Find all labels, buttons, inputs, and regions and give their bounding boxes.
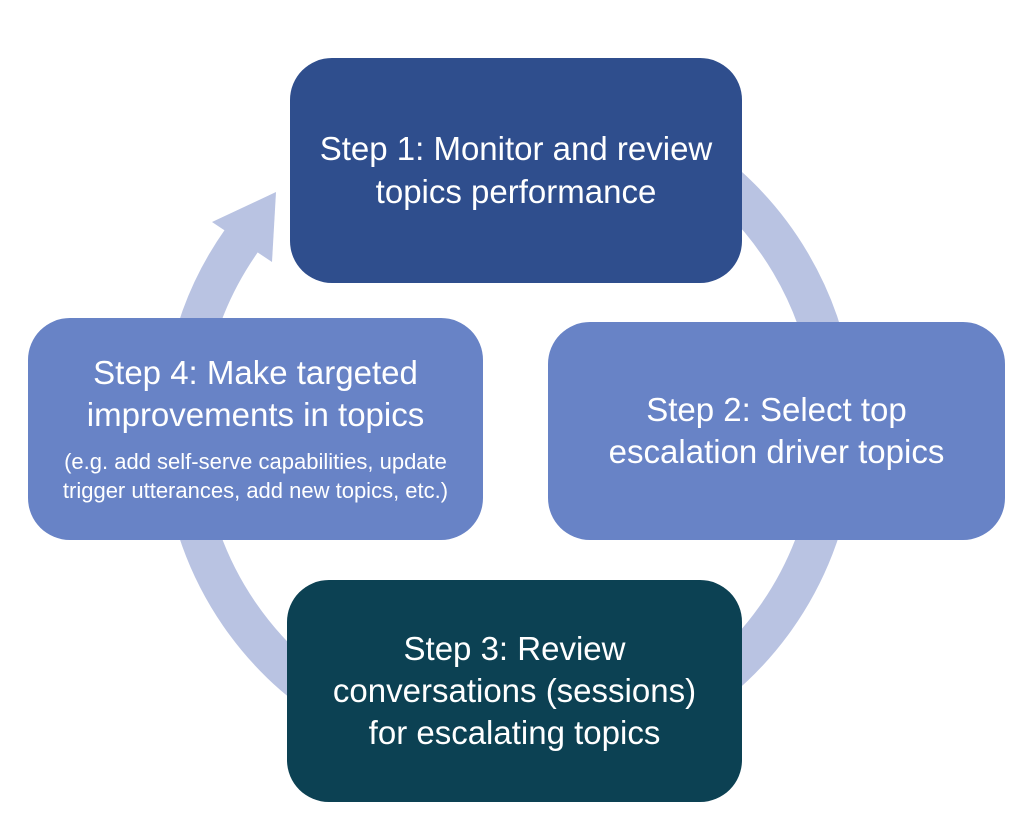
step-3-label: Step 3: Review conversations (sessions) … [332,629,697,752]
cycle-step-4-box: Step 4: Make targeted improvements in to… [28,318,483,540]
cycle-step-1-box: Step 1: Monitor and review topics perfor… [290,58,742,283]
step-1-label: Step 1: Monitor and review topics perfor… [319,130,713,210]
cycle-arrow-head [212,192,276,262]
step-4-label: Step 4: Make targeted improvements in to… [86,354,425,434]
cycle-step-3-box: Step 3: Review conversations (sessions) … [287,580,742,802]
cycle-step-2-box: Step 2: Select top escalation driver top… [548,322,1005,540]
step-4-note: (e.g. add self-serve capabilities, updat… [62,448,449,504]
step-2-label: Step 2: Select top escalation driver top… [608,390,945,470]
